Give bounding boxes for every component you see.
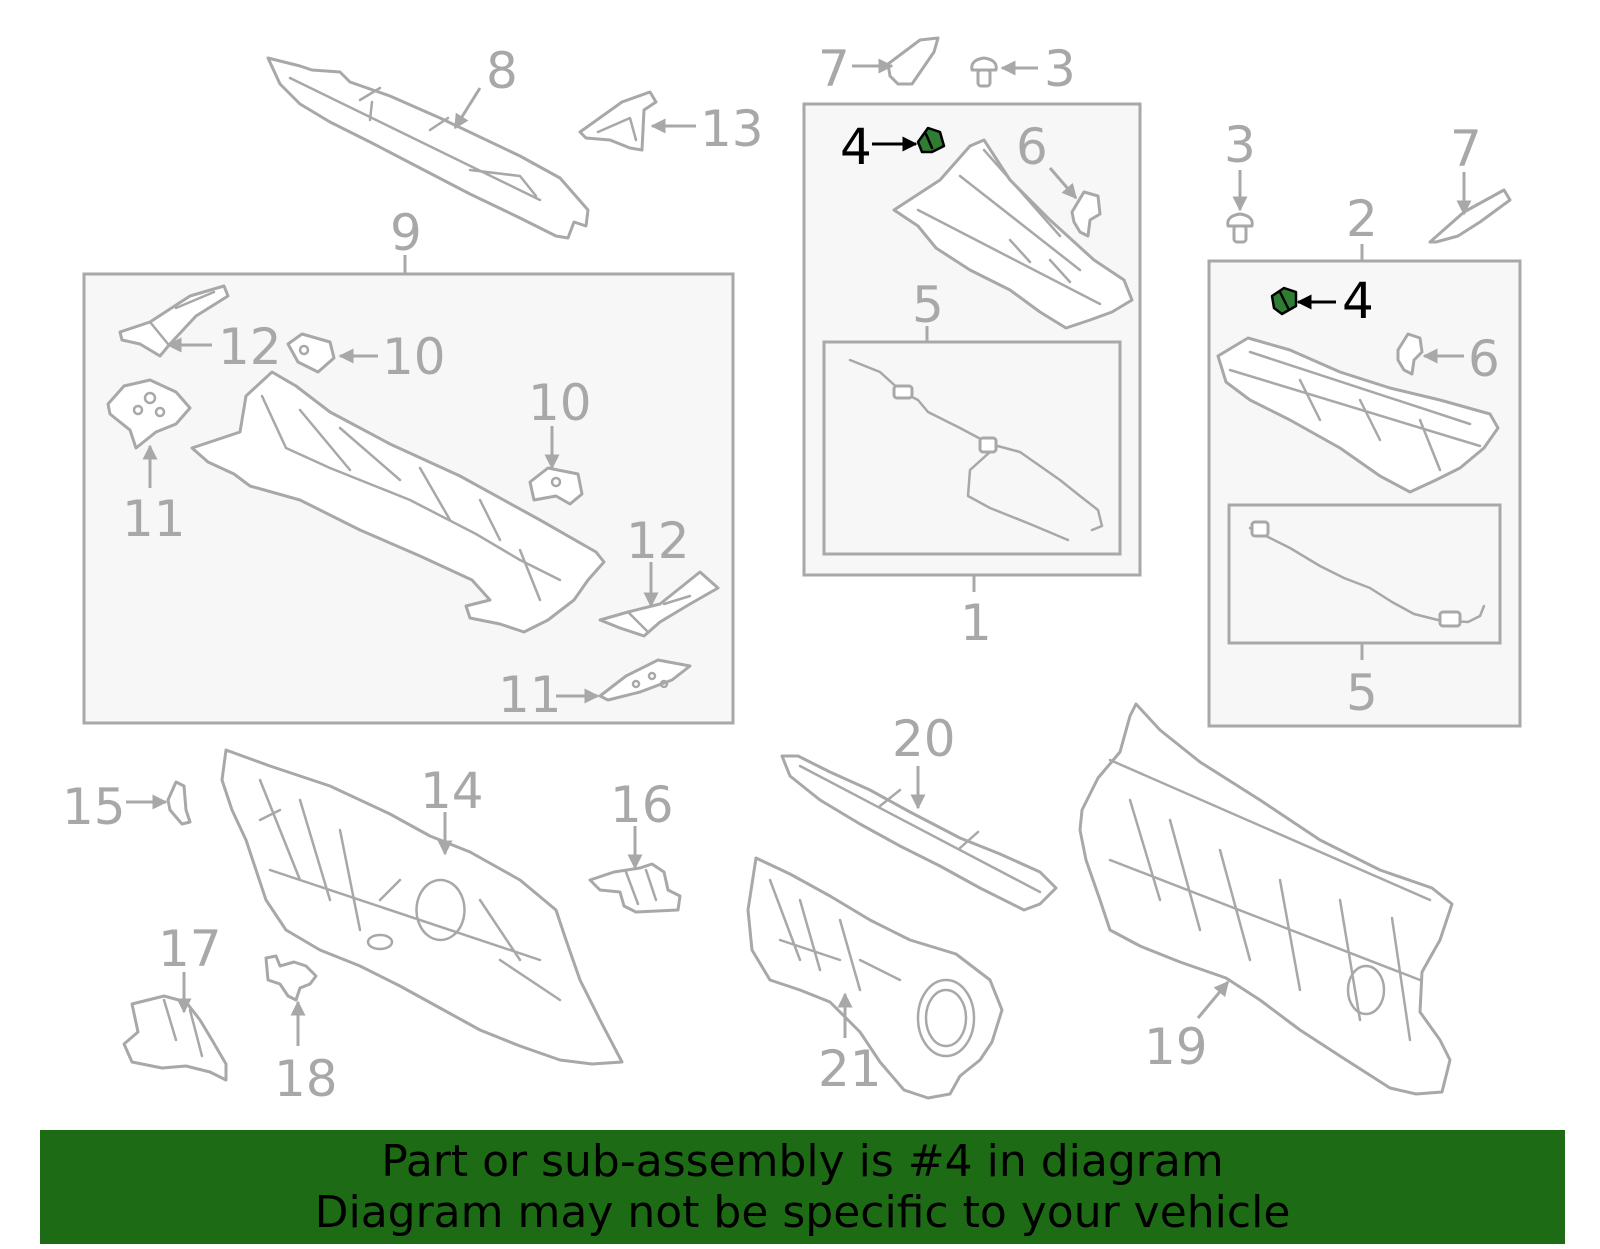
dash-panel-part-14 (220, 748, 624, 1066)
clip-part-6-upper (1070, 190, 1102, 238)
callout-13: 13 (700, 100, 764, 158)
clip-part-6-right (1396, 332, 1424, 376)
dash-panel-part-9-main (190, 370, 606, 634)
bracket-part-12-upper (118, 284, 230, 358)
banner-line-1: Part or sub-assembly is #4 in diagram (381, 1136, 1224, 1187)
clip-part-7-top (886, 36, 940, 86)
callout-14: 14 (420, 762, 484, 820)
clip-part-7-right (1428, 188, 1512, 244)
group-box-2 (1207, 259, 1522, 728)
callout-1: 1 (960, 594, 992, 652)
washer-hose-part-5-upper (848, 358, 1104, 542)
bracket-part-13 (578, 90, 658, 152)
fastener-part-3-right (1226, 212, 1254, 244)
callout-21: 21 (818, 1040, 882, 1098)
callout-20: 20 (892, 710, 956, 768)
bracket-part-10-upper (286, 332, 336, 374)
callout-15: 15 (62, 778, 126, 836)
bracket-part-17 (122, 994, 228, 1082)
callout-10-right: 10 (528, 374, 592, 432)
dash-panel-part-19 (1078, 702, 1454, 1096)
leader-19 (1196, 980, 1230, 1019)
callout-19: 19 (1144, 1018, 1208, 1076)
cowl-brace-part-20 (780, 754, 1058, 912)
clip-part-18 (264, 954, 318, 1002)
callout-6-right: 6 (1468, 330, 1500, 388)
bracket-part-11-left (106, 378, 192, 450)
callout-12-upper: 12 (218, 318, 282, 376)
cowl-panel-part-8 (266, 56, 590, 240)
washer-hose-part-5-lower (1248, 520, 1486, 628)
leader-6-upper (1048, 167, 1078, 200)
leader-8 (453, 87, 482, 130)
bracket-part-11-right (598, 658, 692, 702)
callout-7-top: 7 (818, 40, 850, 98)
callout-4-right: 4 (1342, 272, 1374, 330)
bracket-part-12-right (598, 570, 720, 638)
callout-8: 8 (486, 42, 518, 100)
bracket-part-16 (588, 862, 682, 914)
info-banner: Part or sub-assembly is #4 in diagram Di… (40, 1130, 1565, 1244)
callout-11-right: 11 (498, 666, 562, 724)
fastener-part-3-top (970, 56, 998, 88)
callout-18: 18 (274, 1050, 338, 1108)
cowl-cover-part-1 (892, 138, 1134, 330)
insulator-part-21 (746, 856, 1004, 1100)
callout-6-upper: 6 (1016, 118, 1048, 176)
callout-10-upper: 10 (382, 328, 446, 386)
highlighted-clip-part-4-left (916, 126, 946, 154)
callout-5-upper: 5 (912, 276, 944, 334)
callout-7-right: 7 (1450, 120, 1482, 178)
callout-9: 9 (390, 204, 422, 262)
clip-part-15 (166, 780, 192, 826)
callout-3-top: 3 (1044, 40, 1076, 98)
callout-12-right: 12 (626, 512, 690, 570)
group-box-5-upper (822, 340, 1122, 556)
banner-line-2: Diagram may not be specific to your vehi… (314, 1187, 1291, 1238)
highlighted-clip-part-4-right (1270, 286, 1298, 316)
callout-11-left: 11 (122, 490, 186, 548)
callout-4-left: 4 (840, 118, 872, 176)
cowl-cover-part-2 (1216, 336, 1500, 494)
callout-5-lower: 5 (1346, 664, 1378, 722)
callout-16: 16 (610, 776, 674, 834)
callout-2: 2 (1346, 190, 1378, 248)
callout-17: 17 (158, 920, 222, 978)
callout-3-right: 3 (1224, 116, 1256, 174)
